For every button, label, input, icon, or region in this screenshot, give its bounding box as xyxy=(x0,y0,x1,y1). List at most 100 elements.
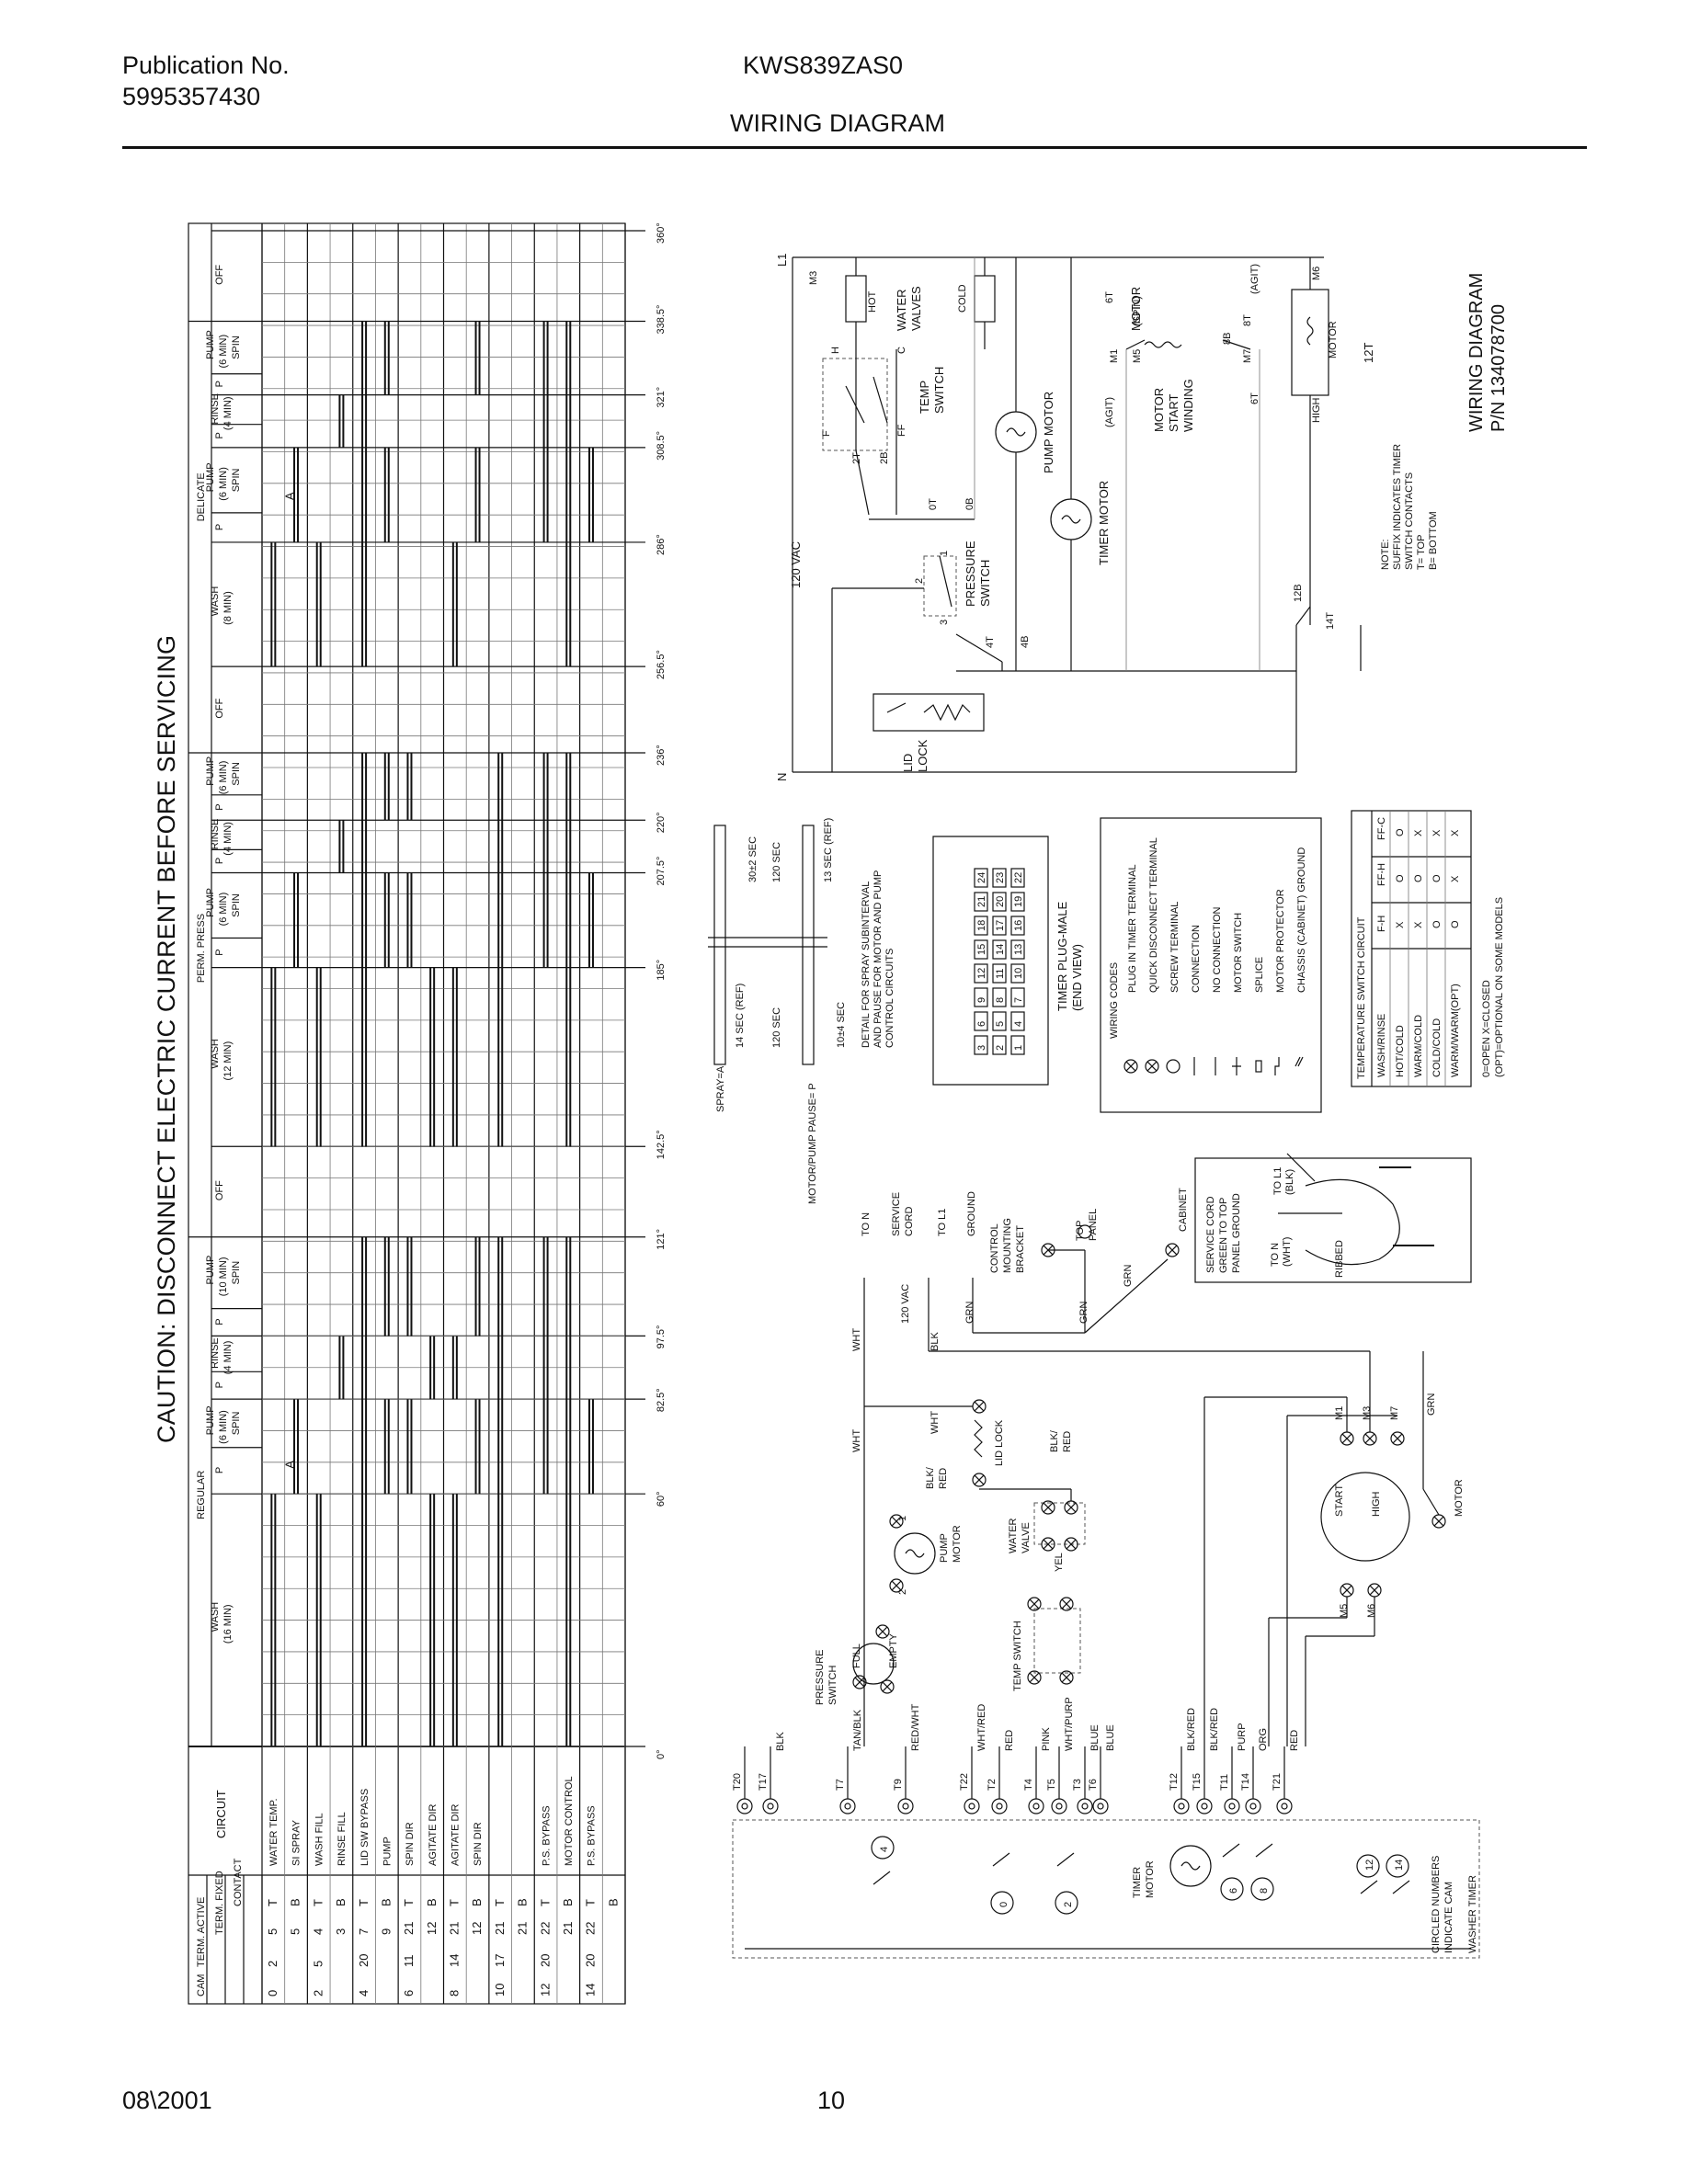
plug-pin xyxy=(992,963,1007,984)
x-mark xyxy=(854,1677,865,1688)
temp-cell: O xyxy=(1413,874,1424,882)
temp-table-title: TEMPERATURE SWITCH CIRCUIT xyxy=(1356,916,1367,1079)
timer-terminal xyxy=(741,1803,748,1810)
m3-label: M3 xyxy=(1362,1406,1373,1420)
timer-terminal xyxy=(1097,1803,1104,1810)
bracket-label: MOUNTING xyxy=(1002,1218,1013,1273)
contact-code: B xyxy=(606,1898,620,1906)
segment-label: SPIN xyxy=(231,468,242,492)
contact-code: B xyxy=(470,1898,484,1906)
code-symbol xyxy=(1166,1059,1180,1074)
term-8b: 8T xyxy=(1242,314,1253,326)
temp-header: F-H xyxy=(1376,916,1387,932)
cord-ribbed-label: RIBBED xyxy=(1334,1240,1345,1278)
to-l1-label: TO L1 xyxy=(937,1209,948,1236)
active-terminal: 20 xyxy=(538,1954,552,1967)
x-mark xyxy=(1029,1598,1040,1610)
timer-switch xyxy=(1222,1843,1240,1858)
segment-label: P xyxy=(214,803,225,810)
degree-label: 207.5° xyxy=(656,857,667,886)
timer-terminal xyxy=(1055,1803,1063,1810)
term-4b: 4B xyxy=(1020,636,1031,648)
temp-row-label: WARM/COLD xyxy=(1413,1015,1424,1077)
terminal-label: T2 xyxy=(987,1779,998,1791)
valve-terminal xyxy=(1064,1537,1078,1552)
circuit-name: LID SW BYPASS xyxy=(359,1789,371,1866)
cold-label: COLD xyxy=(957,284,968,313)
footer-date: 08\2001 xyxy=(122,2087,212,2114)
ps-terminal xyxy=(880,1679,895,1694)
wire-color: BLUE xyxy=(1089,1724,1101,1751)
segment-label: PUMP xyxy=(205,330,216,359)
contact-code: T xyxy=(266,1899,279,1906)
temp-row-label: WARM/WARM(OPT) xyxy=(1450,984,1461,1077)
segment-label: OFF xyxy=(214,265,225,285)
degree-label: 0° xyxy=(656,1749,667,1759)
fixed-terminal: 7 xyxy=(357,1928,371,1935)
m7-label: M7 xyxy=(1389,1406,1400,1420)
segment-label: (10 MIN) xyxy=(218,1257,229,1297)
m5-label: M5 xyxy=(1339,1604,1350,1618)
wire-color: BLUE xyxy=(1105,1724,1116,1751)
terminal-label: T11 xyxy=(1219,1774,1230,1791)
contact-code: B xyxy=(289,1898,302,1906)
m6-label: M6 xyxy=(1366,1604,1377,1618)
circuit-header: CIRCUIT xyxy=(214,1790,228,1838)
pump-coil xyxy=(1006,427,1026,437)
segment-label: P xyxy=(214,381,225,387)
grn-wire xyxy=(1422,1488,1440,1516)
temp-cell: O xyxy=(1450,920,1461,928)
cord-n-label: TO N xyxy=(1270,1243,1281,1267)
pin-number: 6 xyxy=(976,1021,987,1027)
temp-cell: O xyxy=(1431,874,1443,882)
code-item: CHASSIS (CABINET) GROUND xyxy=(1296,847,1307,993)
pin-number: 20 xyxy=(995,896,1006,907)
segment-label: RINSE xyxy=(210,1337,221,1369)
pin-number: 24 xyxy=(976,872,987,883)
ground-label: GROUND xyxy=(966,1191,977,1236)
plug-pin xyxy=(974,916,988,936)
bracket-label: CONTROL xyxy=(989,1223,1000,1273)
interval-bar-left xyxy=(713,825,726,1065)
ts-terminal xyxy=(1059,1670,1074,1685)
segment-label: OFF xyxy=(214,1180,225,1200)
pressure-switch-label: PRESSURE xyxy=(964,540,977,607)
temp-switch-box xyxy=(1033,1608,1081,1674)
x-mark xyxy=(1341,1433,1352,1444)
terminal-label: T21 xyxy=(1272,1773,1283,1791)
temp-cell: O xyxy=(1395,828,1406,836)
fixed-terminal: 12 xyxy=(470,1922,484,1935)
segment-label: SPIN xyxy=(231,893,242,917)
x-mark xyxy=(1433,1516,1444,1527)
pump-terminal xyxy=(889,1514,904,1529)
wire-color: BLK xyxy=(775,1732,786,1751)
cam-number: 12 xyxy=(1364,1860,1375,1871)
blk-red-label-2: RED xyxy=(1062,1431,1073,1452)
code-symbol xyxy=(1145,1059,1159,1074)
top-panel-label: PANEL xyxy=(1088,1209,1099,1241)
c-label: C xyxy=(896,347,907,354)
segment-label: P xyxy=(214,949,225,955)
lid-lock-terminal xyxy=(972,1473,987,1487)
header-rule xyxy=(122,146,1587,149)
temp-switch-label: SWITCH xyxy=(932,367,946,414)
circuit-name: PUMP xyxy=(382,1837,393,1866)
contact-code: B xyxy=(334,1898,348,1906)
active-terminal: 14 xyxy=(448,1954,462,1967)
term-12b: 14T xyxy=(1325,612,1336,630)
degree-label: 236° xyxy=(656,745,667,766)
cam-number: 6 xyxy=(402,1990,416,1996)
x-mark xyxy=(974,1474,985,1485)
segment-label: P xyxy=(214,858,225,864)
pin-number: 18 xyxy=(976,920,987,931)
circuit-name: AGITATE DIR xyxy=(451,1804,462,1866)
code-symbol xyxy=(1274,1057,1280,1075)
wire-color: RED xyxy=(1004,1730,1015,1751)
timer-switch xyxy=(1360,1880,1378,1894)
valve-terminal xyxy=(1041,1537,1055,1552)
degree-label: 185° xyxy=(656,960,667,981)
timer-terminal xyxy=(996,1803,1003,1810)
temp-switch-label: TEMP SWITCH xyxy=(1012,1621,1023,1691)
